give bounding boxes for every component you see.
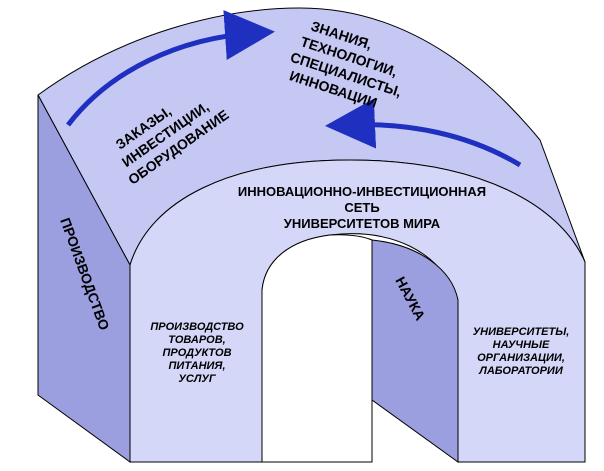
svg-text:УНИВЕРСИТЕТЫ,: УНИВЕРСИТЕТЫ, [473, 326, 570, 338]
svg-text:НАУЧНЫЕ: НАУЧНЫЕ [493, 339, 550, 351]
center-title: ИННОВАЦИОННО-ИНВЕСТИЦИОННАЯ СЕТЬ УНИВЕРС… [238, 184, 486, 231]
svg-text:ПИТАНИЯ,: ПИТАНИЯ, [169, 360, 226, 372]
svg-text:ИННОВАЦИОННО-ИНВЕСТИЦИОННАЯ: ИННОВАЦИОННО-ИНВЕСТИЦИОННАЯ [238, 184, 486, 199]
svg-text:ТОВАРОВ,: ТОВАРОВ, [168, 334, 226, 346]
right-pillar-label: УНИВЕРСИТЕТЫ, НАУЧНЫЕ ОРГАНИЗАЦИИ, ЛАБОР… [473, 326, 570, 377]
left-pillar-label: ПРОИЗВОДСТВО ТОВАРОВ, ПРОДУКТОВ ПИТАНИЯ,… [150, 321, 244, 385]
svg-text:СЕТЬ: СЕТЬ [344, 200, 379, 215]
arrow-backward-icon [325, 98, 522, 168]
svg-text:УНИВЕРСИТЕТОВ МИРА: УНИВЕРСИТЕТОВ МИРА [284, 216, 441, 231]
arrow-forward-icon [66, 10, 275, 127]
top-right-label: ЗНАНИЯ, ТЕХНОЛОГИИ, СПЕЦИАЛИСТЫ, ИННОВАЦ… [288, 18, 404, 111]
svg-text:УСЛУГ: УСЛУГ [178, 373, 216, 385]
svg-text:ПРОИЗВОДСТВО: ПРОИЗВОДСТВО [150, 321, 244, 333]
inner-right-face [371, 239, 459, 463]
svg-text:ОРГАНИЗАЦИИ,: ОРГАНИЗАЦИИ, [477, 352, 565, 364]
svg-text:ПРОДУКТОВ: ПРОДУКТОВ [162, 347, 231, 359]
arch-opening [261, 234, 373, 463]
svg-text:ЛАБОРАТОРИИ: ЛАБОРАТОРИИ [478, 365, 564, 377]
